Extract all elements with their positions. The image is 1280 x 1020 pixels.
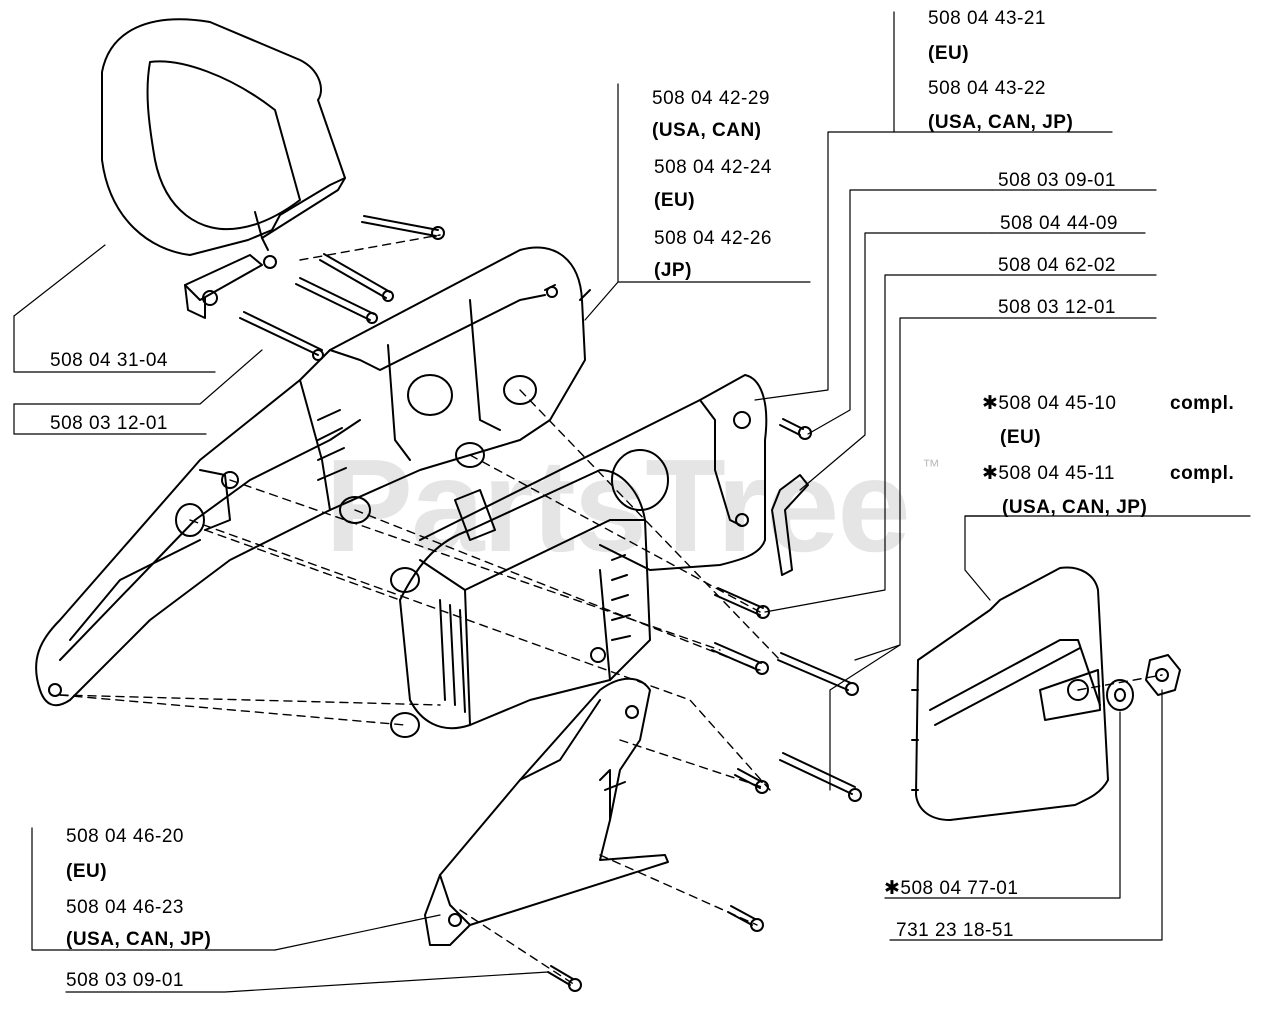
label-housing-jp-region: (JP) xyxy=(654,260,692,281)
cover-screws xyxy=(711,418,862,802)
label-cover-usa-compl: compl. xyxy=(1170,463,1235,484)
label-handle-screw: 508 03 12-01 xyxy=(50,413,168,434)
label-cover-usa-part: ✱508 04 45-11 xyxy=(982,463,1115,484)
label-housing-usa-can-part: 508 04 42-29 xyxy=(652,88,770,109)
label-grip-eu-part: 508 04 46-20 xyxy=(66,826,184,847)
label-housing-jp-part: 508 04 42-26 xyxy=(654,228,772,249)
label-housing-eu-region: (EU) xyxy=(654,190,696,211)
spring-part xyxy=(771,474,809,576)
label-motor-eu-region: (EU) xyxy=(928,43,970,64)
label-cover-eu-compl: compl. xyxy=(1170,393,1235,414)
label-handle-part: 508 04 31-04 xyxy=(50,350,168,371)
label-grip-usa-region: (USA, CAN, JP) xyxy=(66,929,212,950)
label-motor-usa-region: (USA, CAN, JP) xyxy=(928,112,1074,133)
label-grip-eu-region: (EU) xyxy=(66,861,108,882)
label-grip-screw: 508 03 09-01 xyxy=(66,970,184,991)
watermark-trademark: ™ xyxy=(922,456,940,476)
label-motor-eu-part: 508 04 43-21 xyxy=(928,8,1046,29)
label-housing-eu-part: 508 04 42-24 xyxy=(654,157,772,178)
label-housing-usa-can-region: (USA, CAN) xyxy=(652,120,762,141)
chain-cover xyxy=(911,566,1109,821)
handle-bolts xyxy=(239,215,445,361)
label-screw-long: 508 03 12-01 xyxy=(998,297,1116,318)
label-motor-usa-part: 508 04 43-22 xyxy=(928,78,1046,99)
washer-and-nut xyxy=(1106,654,1181,711)
label-nut-part: 731 23 18-51 xyxy=(896,920,1014,941)
label-screw-small: 508 03 09-01 xyxy=(998,170,1116,191)
front-handle xyxy=(101,18,346,319)
label-screw-medium: 508 04 62-02 xyxy=(998,255,1116,276)
label-washer-part: ✱508 04 77-01 xyxy=(884,878,1019,899)
label-spring-part: 508 04 44-09 xyxy=(1000,213,1118,234)
leader-lines xyxy=(13,11,1251,993)
front-grip xyxy=(424,677,669,946)
label-cover-eu-region: (EU) xyxy=(1000,427,1042,448)
grip-screws xyxy=(547,768,769,992)
motor-block xyxy=(390,469,651,738)
assembly-lines xyxy=(59,234,1163,986)
label-cover-eu-part: ✱508 04 45-10 xyxy=(982,393,1117,414)
label-cover-usa-region: (USA, CAN, JP) xyxy=(1002,497,1148,518)
motor-housing xyxy=(35,246,591,707)
center-plate xyxy=(419,374,768,571)
label-grip-usa-part: 508 04 46-23 xyxy=(66,897,184,918)
